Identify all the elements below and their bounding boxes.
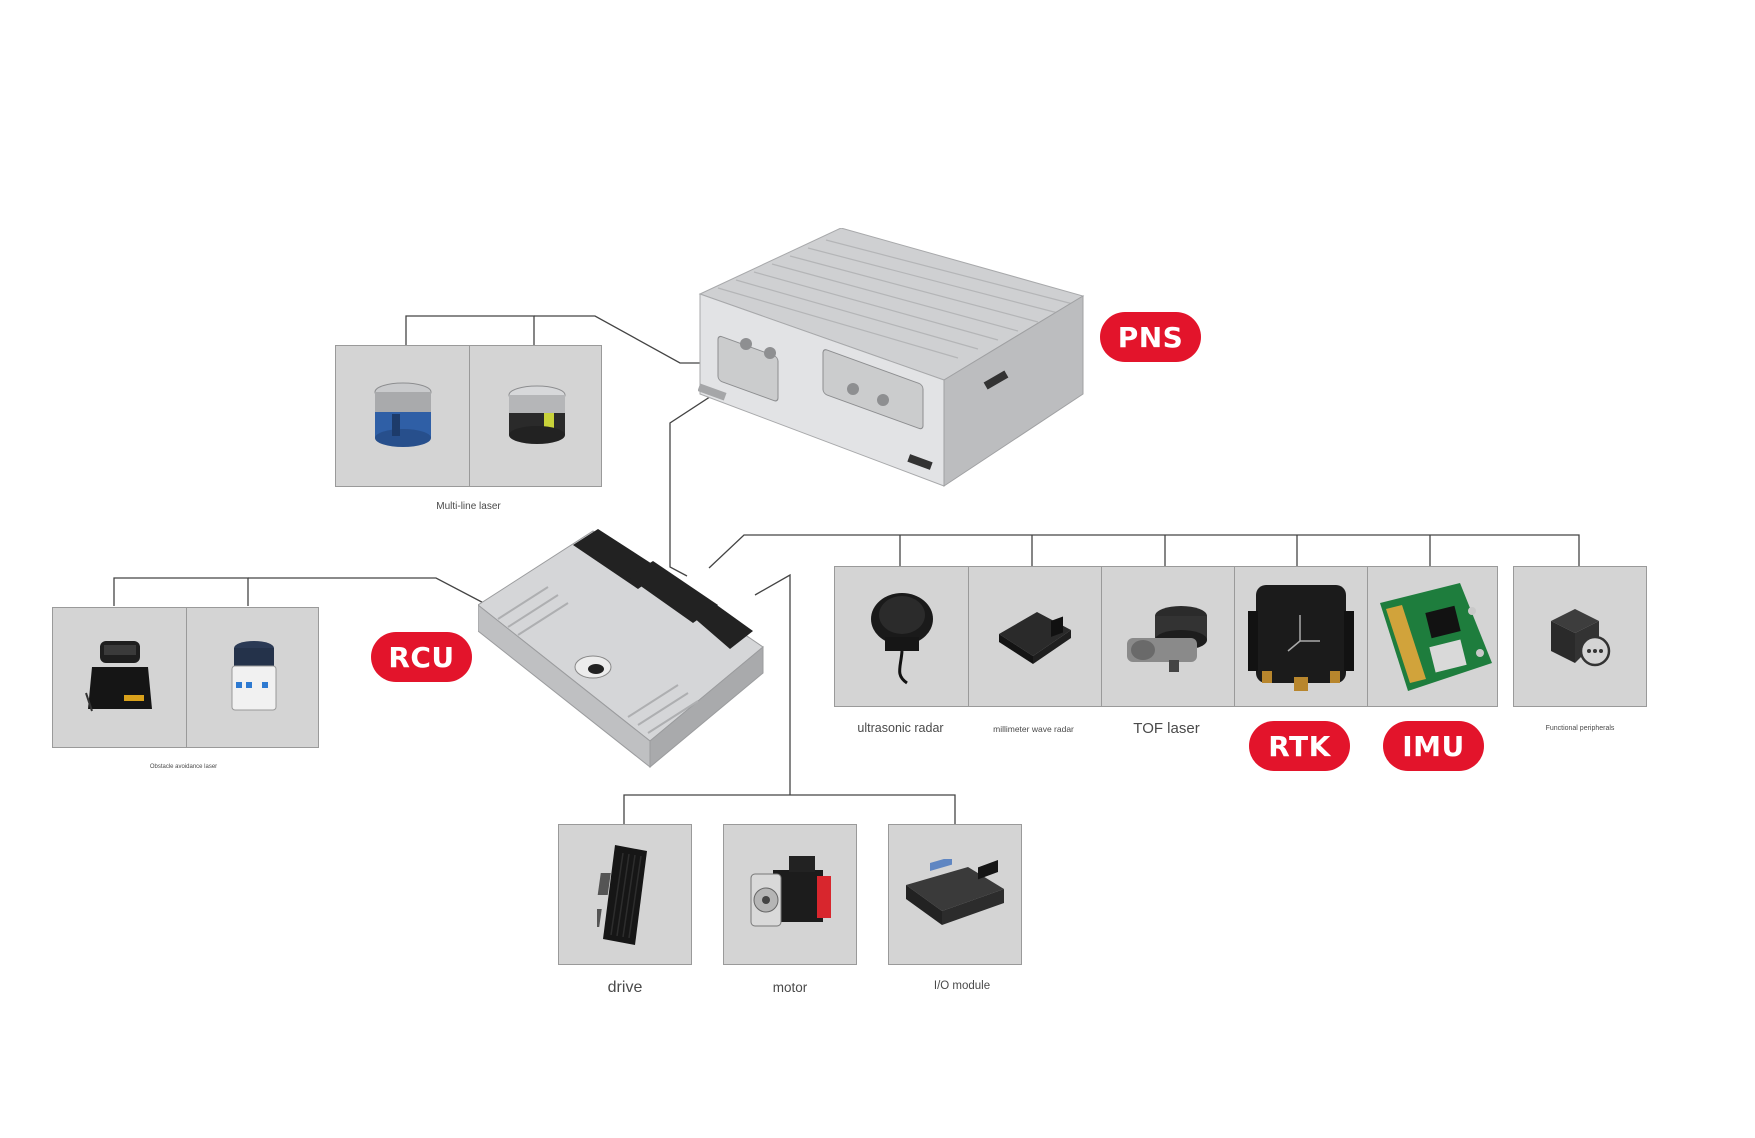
rtk-badge: RTK: [1249, 721, 1350, 771]
lidar-yellow-icon: [508, 385, 565, 444]
drive-label: drive: [607, 979, 643, 996]
servo-motor-icon: [750, 855, 831, 926]
rtk-cell: [1234, 567, 1367, 706]
pns-controller-icon: [697, 227, 1090, 496]
drive-panel: [558, 824, 692, 965]
millimeter-wave-radar-cell: [968, 567, 1101, 706]
io-module-cell: [889, 825, 1021, 964]
ultrasonic-sensor-icon: [870, 592, 933, 684]
multi-line-laser-label: Multi-line laser: [436, 501, 501, 512]
imu-badge: IMU: [1383, 721, 1484, 771]
millimeter-wave-radar-label: millimeter wave radar: [993, 724, 1074, 734]
io-module-icon: [906, 858, 1004, 925]
rtk-receiver-icon: [1248, 584, 1354, 691]
safety-scanner-black-cell: [53, 608, 186, 747]
lidar-blue-cell: [336, 346, 469, 486]
motor-cell: [724, 825, 856, 964]
mmwave-radar-icon: [999, 611, 1071, 664]
imu-cell: [1367, 567, 1499, 706]
io-module-label: I/O module: [933, 980, 991, 992]
functional-peripherals-cell: [1514, 567, 1646, 706]
safety-scanner-white-icon: [231, 640, 276, 710]
obstacle-avoidance-laser-panel: [52, 607, 319, 748]
ultrasonic-radar-cell: [835, 567, 968, 706]
drive-cell: [559, 825, 691, 964]
tof-lidar-icon: [1127, 605, 1207, 672]
motor-label: motor: [772, 980, 808, 995]
functional-peripherals-label: Functional peripherals: [1545, 725, 1615, 732]
servo-drive-icon: [597, 844, 647, 945]
pns-badge: PNS: [1100, 312, 1201, 362]
multi-line-laser-panel: [335, 345, 602, 487]
cube-more-icon: [1551, 608, 1611, 666]
imu-board-icon: [1379, 582, 1492, 691]
motor-panel: [723, 824, 857, 965]
functional-peripherals-panel: [1513, 566, 1647, 707]
safety-scanner-white-cell: [186, 608, 320, 747]
rcu-controller-icon: [477, 527, 770, 771]
io-module-panel: [888, 824, 1022, 965]
obstacle-avoidance-laser-label: Obstacle avoidance laser: [149, 764, 218, 770]
ultrasonic-radar-label: ultrasonic radar: [857, 721, 944, 735]
lidar-blue-icon: [374, 382, 431, 447]
safety-scanner-black-icon: [84, 640, 152, 711]
lidar-yellow-cell: [469, 346, 603, 486]
sensor-panel: [834, 566, 1498, 707]
tof-laser-cell: [1101, 567, 1234, 706]
rcu-badge: RCU: [371, 632, 472, 682]
tof-laser-label: TOF laser: [1133, 720, 1200, 737]
